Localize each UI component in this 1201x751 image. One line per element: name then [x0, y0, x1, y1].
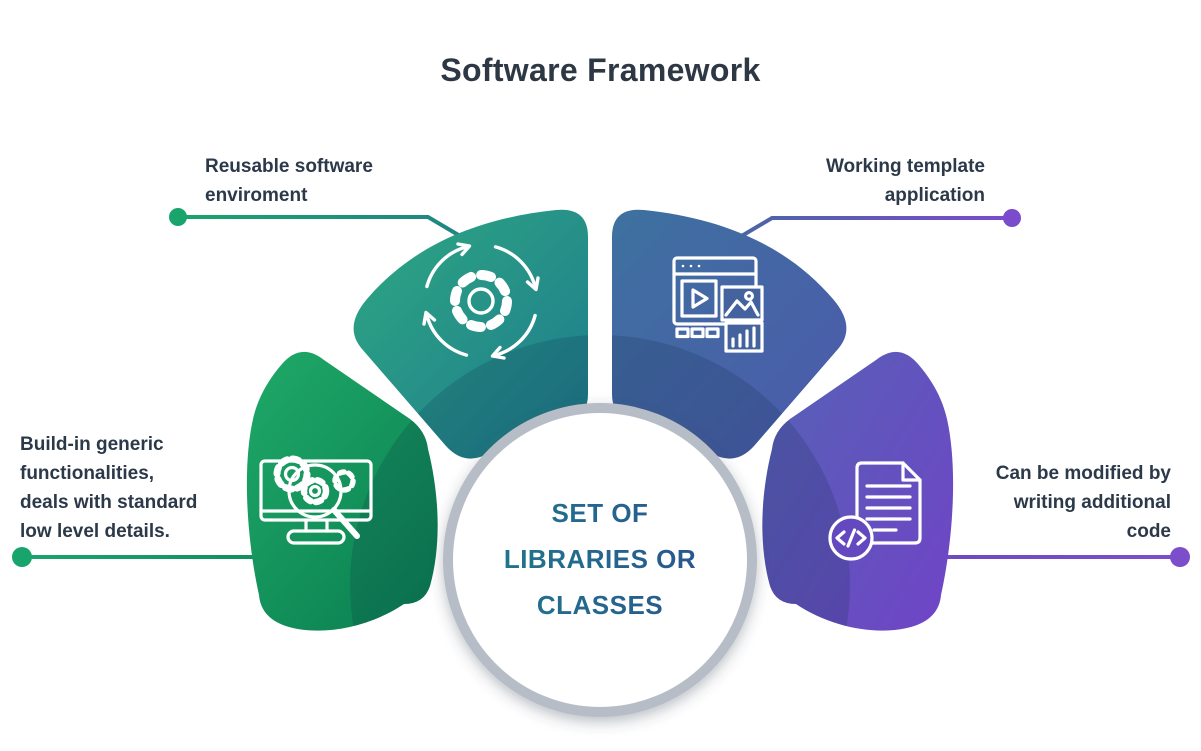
center-label-line: SET OF [551, 498, 649, 528]
center-label-line: LIBRARIES OR [503, 544, 697, 574]
label-modify-with-code: Can be modified by writing additional co… [996, 459, 1171, 546]
label-line: functionalities, [20, 463, 155, 484]
label-line: deals with standard [20, 492, 198, 513]
connector-dot-top-right [1003, 209, 1021, 227]
center-circle [443, 403, 757, 717]
label-reusable-software-environment: Reusable software enviroment [205, 153, 373, 210]
label-line: enviroment [205, 184, 308, 206]
document-code-icon [828, 461, 922, 561]
label-line: application [884, 184, 985, 206]
label-built-in-functionalities: Build-in generic functionalities, deals … [20, 430, 197, 546]
label-line: Build-in generic [20, 434, 164, 455]
label-working-template-application: Working template application [826, 153, 985, 210]
label-line: Can be modified by [995, 463, 1171, 484]
center-circle-label: SET OF LIBRARIES OR CLASSES [440, 490, 760, 628]
label-line: code [1126, 521, 1171, 542]
label-line: Working template [825, 156, 985, 177]
page-title: Software Framework [440, 52, 761, 88]
center-label-line: CLASSES [536, 590, 664, 620]
label-line: writing additional [1013, 492, 1171, 513]
label-line: Reusable software [205, 156, 373, 177]
connector-dot-right [1170, 547, 1190, 567]
browser-media-icon [672, 256, 764, 353]
connector-top-right [726, 209, 1021, 246]
connector-top-left [169, 208, 474, 245]
connector-dot-top-left [169, 208, 187, 226]
label-line: low level details. [20, 521, 170, 542]
connector-dot-left [12, 547, 32, 567]
sync-gear-icon [422, 242, 540, 360]
monitor-gears-search-icon [259, 455, 373, 545]
